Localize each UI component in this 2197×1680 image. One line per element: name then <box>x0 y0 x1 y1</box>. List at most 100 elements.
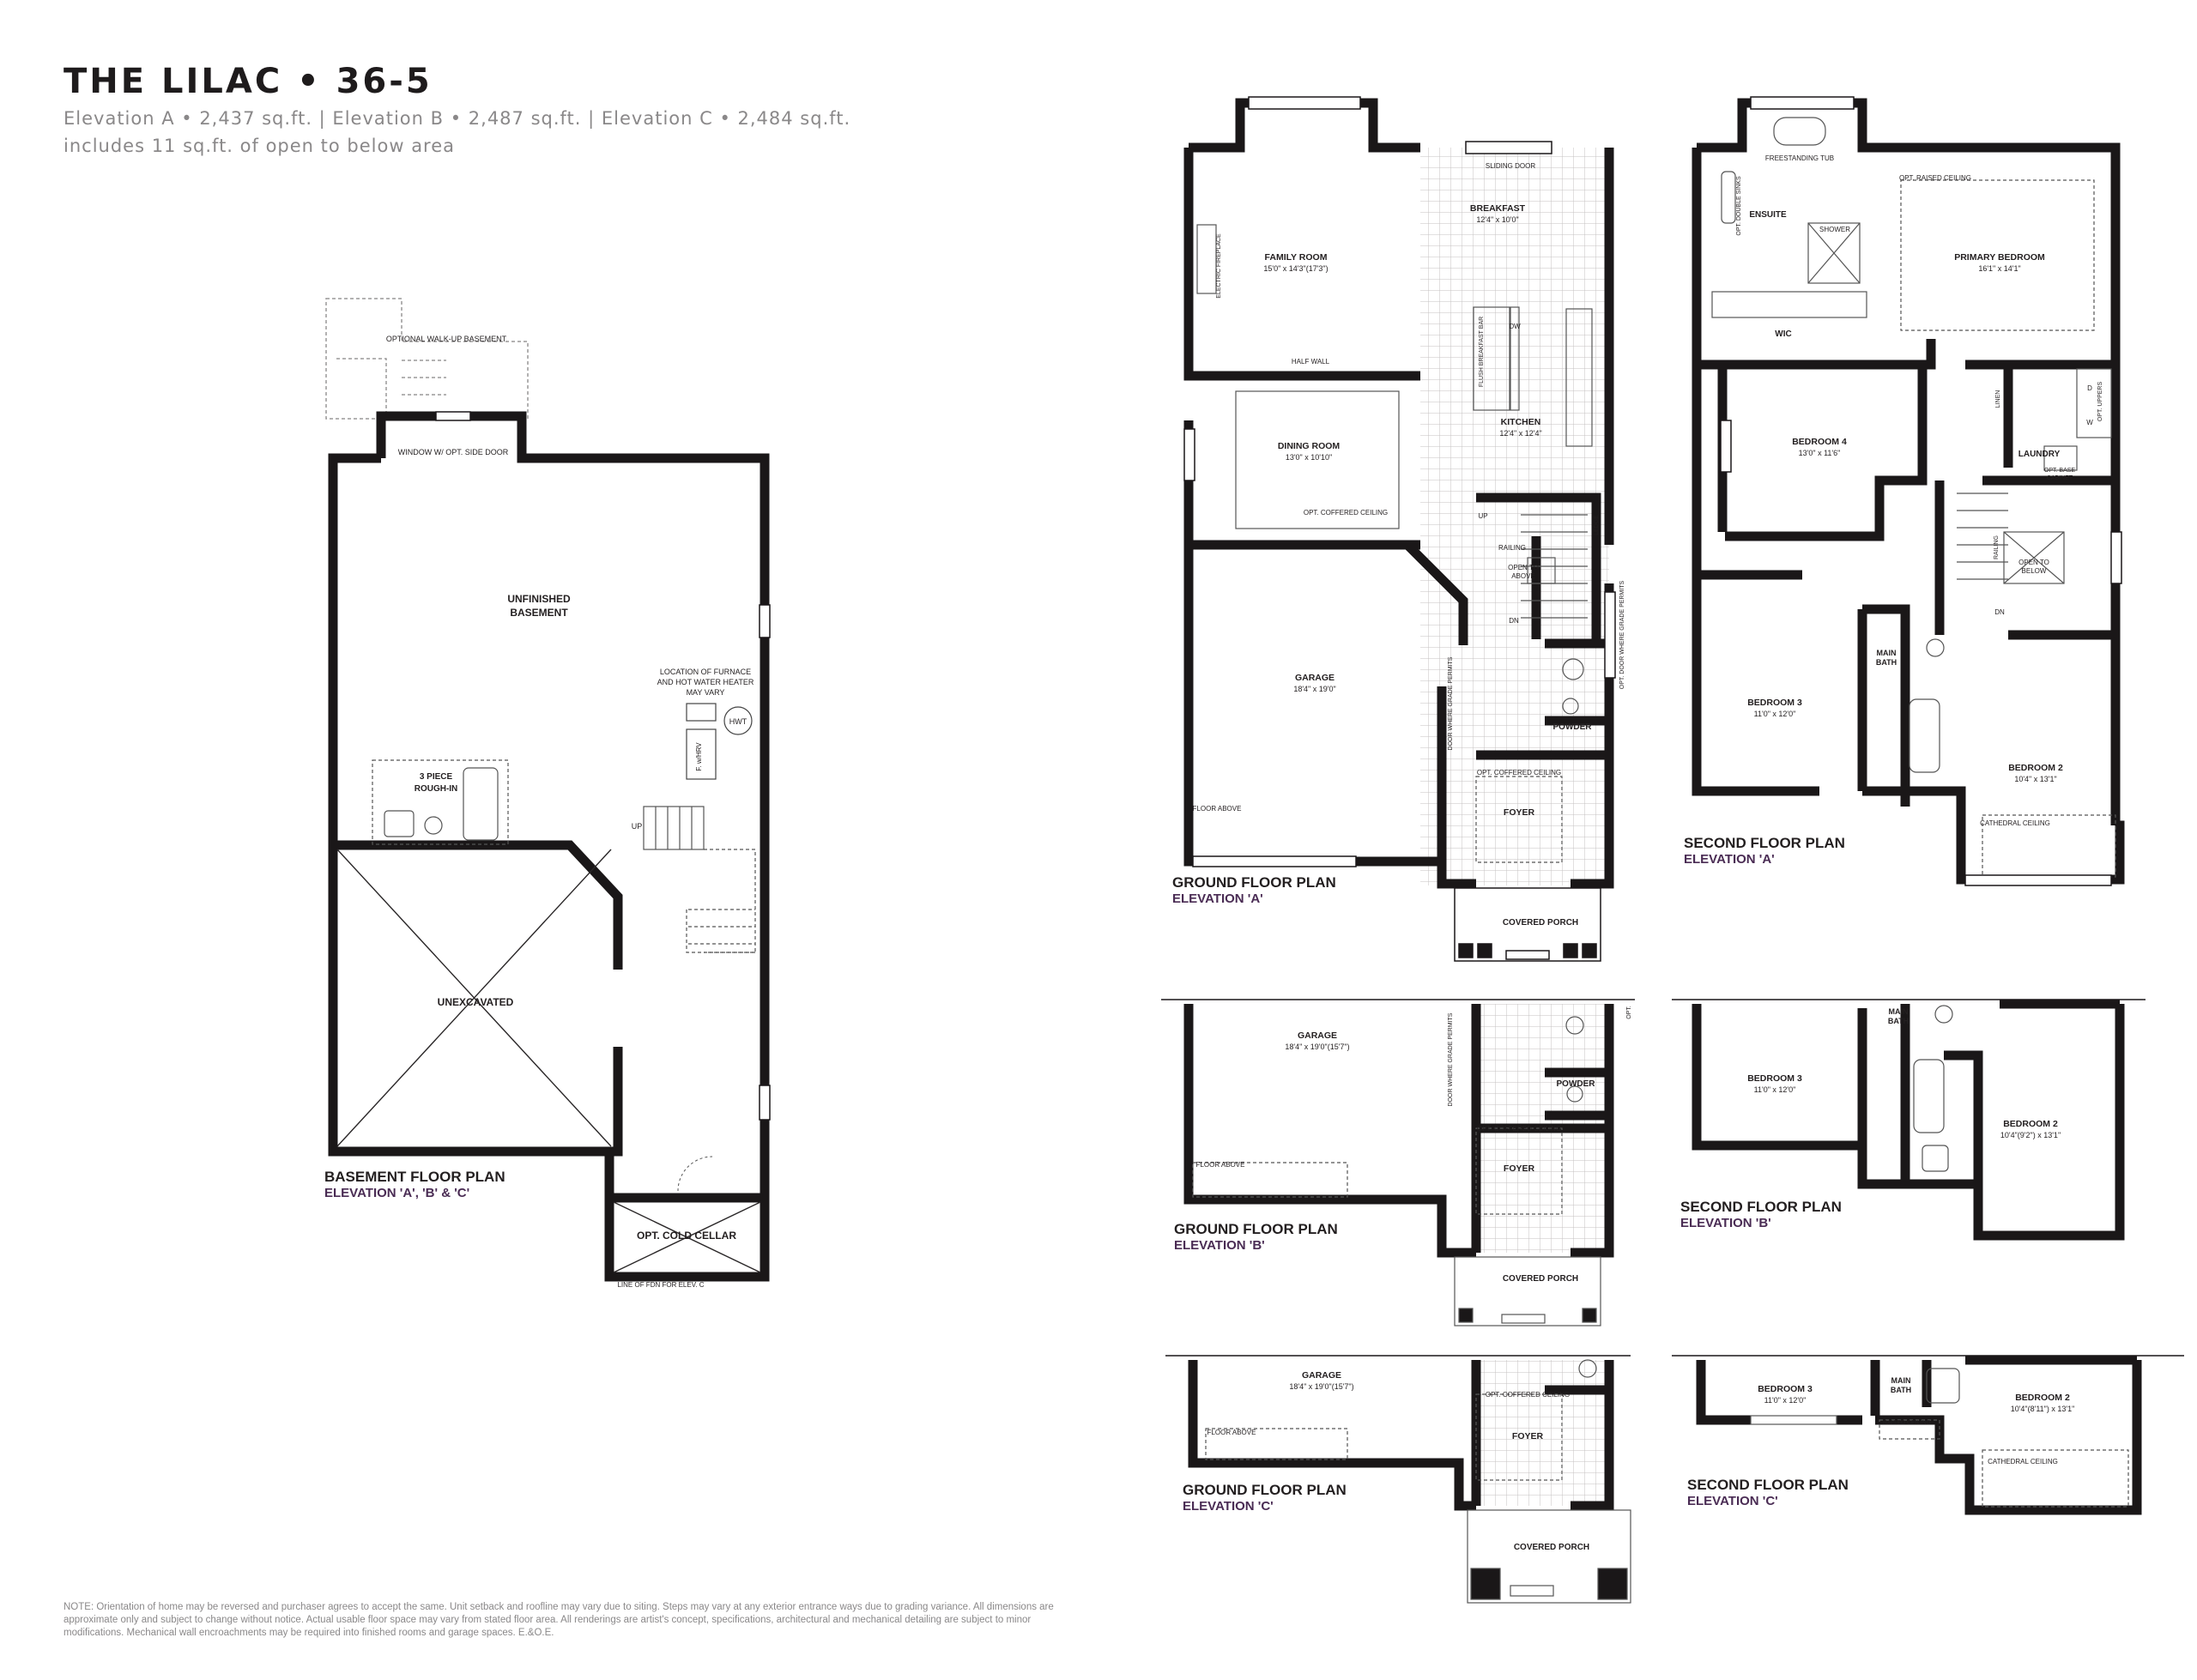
basement-walls <box>328 411 770 1282</box>
cathedral-label: CATHEDRAL CEILING <box>1980 819 2050 827</box>
furnace-note-3: MAY VARY <box>687 688 725 697</box>
garage-label: GARAGE <box>1295 673 1335 683</box>
garage-b-dim: 18'4" x 19'0"(15'7") <box>1285 1042 1349 1051</box>
railing-label: RAILING <box>1498 544 1526 552</box>
opt-b-label: OPT. <box>1626 1006 1632 1019</box>
powder-b-label: POWDER <box>1557 1079 1596 1089</box>
second-b-title-block: SECOND FLOOR PLAN ELEVATION 'B' <box>1680 1199 1842 1230</box>
bedroom4-dim: 13'0" x 11'6" <box>1799 449 1841 457</box>
ground-c-plan-elevation: ELEVATION 'C' <box>1183 1499 1274 1514</box>
cold-cellar-label: OPT. COLD CELLAR <box>637 1230 736 1242</box>
bedroom2-b-label: BEDROOM 2 <box>2003 1119 2058 1129</box>
basement-labels: OPTIONAL WALK-UP BASEMENT WINDOW W/ OPT.… <box>386 335 754 1289</box>
second-b-walls <box>1692 999 2125 1241</box>
ground-floor-c-plan: GARAGE 18'4" x 19'0"(15'7") OPT. COFFERE… <box>1165 1355 1631 1604</box>
bedroom3-c-label: BEDROOM 3 <box>1758 1384 1813 1394</box>
second-b-plan-title: SECOND FLOOR PLAN <box>1680 1199 1842 1215</box>
ground-a-walls <box>1183 98 1614 889</box>
half-wall-label: HALF WALL <box>1292 358 1330 366</box>
bedroom3-dim: 11'0" x 12'0" <box>1754 710 1796 718</box>
opt-door-grade-label: OPT. DOOR WHERE GRADE PERMITS <box>1619 580 1625 689</box>
second-dn-label: DN <box>1994 608 2005 616</box>
linen-label: LINEN <box>1995 390 2001 408</box>
second-floor-b-plan: MAIN BATH BEDROOM 3 11'0" x 12'0" BEDROO… <box>1672 999 2146 1241</box>
dryer-label: D <box>2087 384 2092 392</box>
ledge-label: LEDGE <box>1594 515 1600 535</box>
basement-plan-title: BASEMENT FLOOR PLAN <box>324 1169 505 1185</box>
second-a-title-block: SECOND FLOOR PLAN ELEVATION 'A' <box>1684 835 1845 867</box>
breakfast-bar-label: FLUSH BREAKFAST BAR <box>1479 317 1485 387</box>
open-to-below-note: includes 11 sq.ft. of open to below area <box>64 136 456 156</box>
kitchen-dim: 12'4" x 12'4" <box>1499 429 1541 438</box>
family-room-label: FAMILY ROOM <box>1265 252 1328 263</box>
sliding-door-label: SLIDING DOOR <box>1486 162 1535 170</box>
basement-room-label: BASEMENT <box>510 607 568 619</box>
porch-b-label: COVERED PORCH <box>1503 1274 1578 1284</box>
bedroom3-label: BEDROOM 3 <box>1747 698 1802 708</box>
second-b-labels: MAIN BATH BEDROOM 3 11'0" x 12'0" BEDROO… <box>1747 1007 2061 1139</box>
ground-a-labels: SLIDING DOOR FAMILY ROOM 15'0" x 14'3"(1… <box>1193 162 1625 928</box>
foyer-label: FOYER <box>1504 807 1535 818</box>
coffered-b-label: OPT. COFFERED CEILING <box>1477 1125 1561 1133</box>
second-floor-a-plan: FREESTANDING TUB OPT. DOUBLE SINKS ENSUI… <box>1684 96 2125 886</box>
dining-coffered-label: OPT. COFFERED CEILING <box>1304 509 1388 517</box>
stair-dn-label: DN <box>1509 617 1519 625</box>
second-c-plan-elevation: ELEVATION 'C' <box>1687 1494 1778 1508</box>
open-above-label-1: OPEN TO <box>1508 564 1539 571</box>
basement-windows <box>435 411 771 1121</box>
second-a-walls <box>1692 98 2125 885</box>
walkup-outline <box>325 298 529 420</box>
second-c-plan-title: SECOND FLOOR PLAN <box>1687 1477 1849 1493</box>
basement-plan-elevation: ELEVATION 'A', 'B' & 'C' <box>324 1186 469 1200</box>
ground-b-labels: GARAGE 18'4" x 19'0"(15'7") DOOR WHERE G… <box>1196 1006 1632 1284</box>
bedroom2-b-dim: 10'4"(9'2") x 13'1" <box>2000 1131 2061 1139</box>
breakfast-label: BREAKFAST <box>1470 203 1526 214</box>
primary-bedroom-label: PRIMARY BEDROOM <box>1954 252 2045 263</box>
second-a-plan-title: SECOND FLOOR PLAN <box>1684 835 1845 851</box>
raised-ceiling-c-label: RAISED CEILING <box>1883 1420 1931 1426</box>
second-b-plan-elevation: ELEVATION 'B' <box>1680 1216 1771 1230</box>
stair-up-label: UP <box>1478 512 1487 520</box>
second-c-title-block: SECOND FLOOR PLAN ELEVATION 'C' <box>1687 1477 1849 1508</box>
second-b-fixtures <box>1913 1005 1953 1172</box>
tile-floor <box>1420 148 1609 885</box>
basement-stairs <box>643 806 756 953</box>
dining-room-dim: 13'0" x 10'10" <box>1286 453 1332 462</box>
main-bath-label-2: BATH <box>1876 658 1897 667</box>
second-a-fixtures <box>1711 117 2116 878</box>
bedroom3-b-label: BEDROOM 3 <box>1747 1073 1802 1084</box>
ground-c-labels: GARAGE 18'4" x 19'0"(15'7") OPT. COFFERE… <box>1207 1370 1590 1552</box>
door-grade-label: DOOR WHERE GRADE PERMITS <box>1448 656 1454 750</box>
ground-b-plan-title: GROUND FLOOR PLAN <box>1174 1221 1338 1237</box>
floor-above-c-label: FLOOR ABOVE <box>1207 1429 1256 1436</box>
double-sinks-label: OPT. DOUBLE SINKS <box>1736 176 1742 236</box>
main-bath-b-label-1: MAIN <box>1889 1007 1909 1016</box>
porch-label: COVERED PORCH <box>1503 918 1578 928</box>
ground-a-cabinetry <box>1196 224 1593 863</box>
base-cabinet-label-2: CABINET <box>2047 475 2073 481</box>
furnace-note-2: AND HOT WATER HEATER <box>657 678 754 686</box>
bedroom3-b-dim: 11'0" x 12'0" <box>1754 1085 1796 1094</box>
second-floor-c-plan: MAIN BATH RAISED CEILING BEDROOM 3 11'0"… <box>1672 1355 2184 1515</box>
ground-a-windows <box>1183 96 1616 867</box>
floor-above-label: FLOOR ABOVE <box>1193 805 1242 813</box>
dw-label: DW <box>1509 323 1521 330</box>
breakfast-dim: 12'4" x 10'0" <box>1476 215 1518 224</box>
uppers-label: OPT. UPPERS <box>2097 382 2103 422</box>
washer-label: W <box>2086 419 2093 426</box>
foyer-c-label: FOYER <box>1512 1431 1544 1441</box>
furnace-label: F. w/HRV <box>695 742 703 771</box>
second-a-plan-elevation: ELEVATION 'A' <box>1684 852 1775 867</box>
window-label: WINDOW W/ OPT. SIDE DOOR <box>398 448 509 456</box>
bedroom2-label: BEDROOM 2 <box>2008 763 2063 773</box>
basement-title-block: BASEMENT FLOOR PLAN ELEVATION 'A', 'B' &… <box>324 1169 505 1200</box>
kitchen-label: KITCHEN <box>1501 417 1541 427</box>
ground-c-plan-title: GROUND FLOOR PLAN <box>1183 1482 1347 1498</box>
powder-label: POWDER <box>1553 722 1593 732</box>
unexcavated-cross <box>336 849 761 1273</box>
page-title: THE LILAC • 36-5 <box>64 62 433 101</box>
disclaimer-note: NOTE: Orientation of home may be reverse… <box>64 1602 1054 1638</box>
open-below-label-2: BELOW <box>2022 567 2047 575</box>
bedroom3-c-dim: 11'0" x 12'0" <box>1764 1396 1807 1405</box>
rough-in-fixtures <box>372 759 509 845</box>
